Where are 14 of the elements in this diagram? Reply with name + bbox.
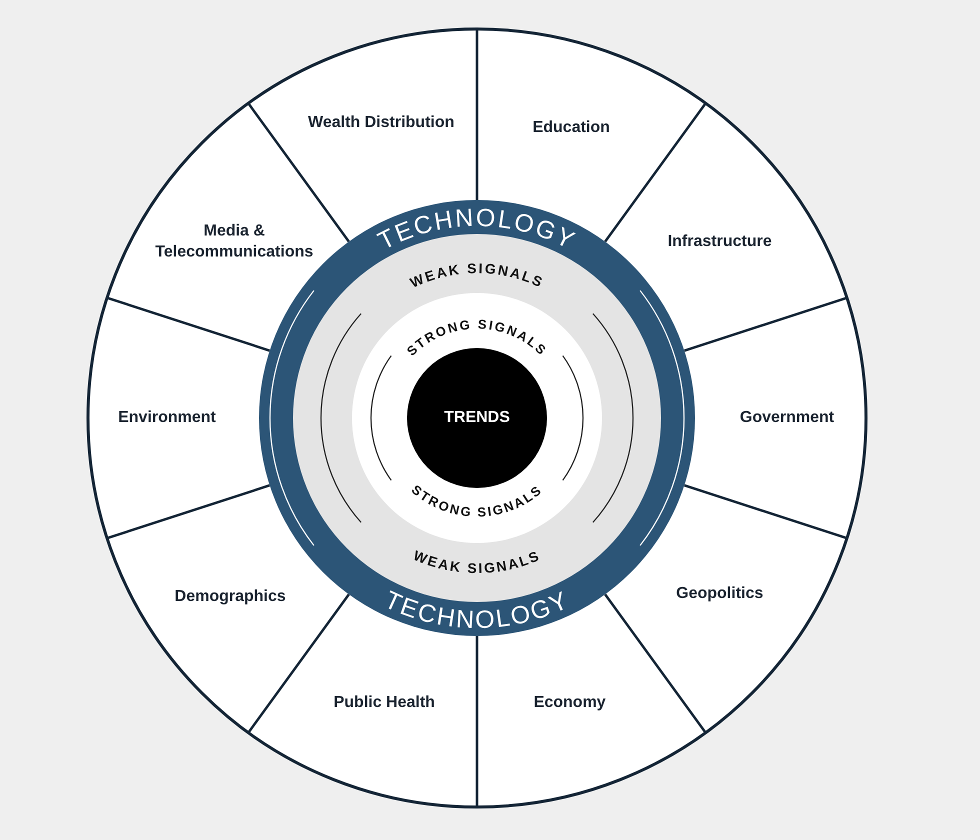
sector-label: Infrastructure: [630, 230, 810, 252]
sector-label: Public Health: [294, 692, 474, 714]
sector-label: Economy: [480, 692, 660, 714]
center-label: TRENDS: [444, 409, 510, 427]
ring-label: WEAK SIGNALS: [411, 547, 543, 576]
sector-label: Education: [481, 117, 662, 139]
sector-label: Demographics: [140, 586, 320, 608]
sector-label: Wealth Distribution: [291, 112, 472, 134]
sector-label: Environment: [77, 407, 257, 429]
ring-label: TECHNOLOGY: [380, 586, 574, 634]
sector-label: Government: [697, 407, 877, 429]
sector-label: Media & Telecommunications: [144, 220, 324, 264]
sector-label: Geopolitics: [630, 584, 810, 606]
ring-label: WEAK SIGNALS: [408, 260, 547, 291]
